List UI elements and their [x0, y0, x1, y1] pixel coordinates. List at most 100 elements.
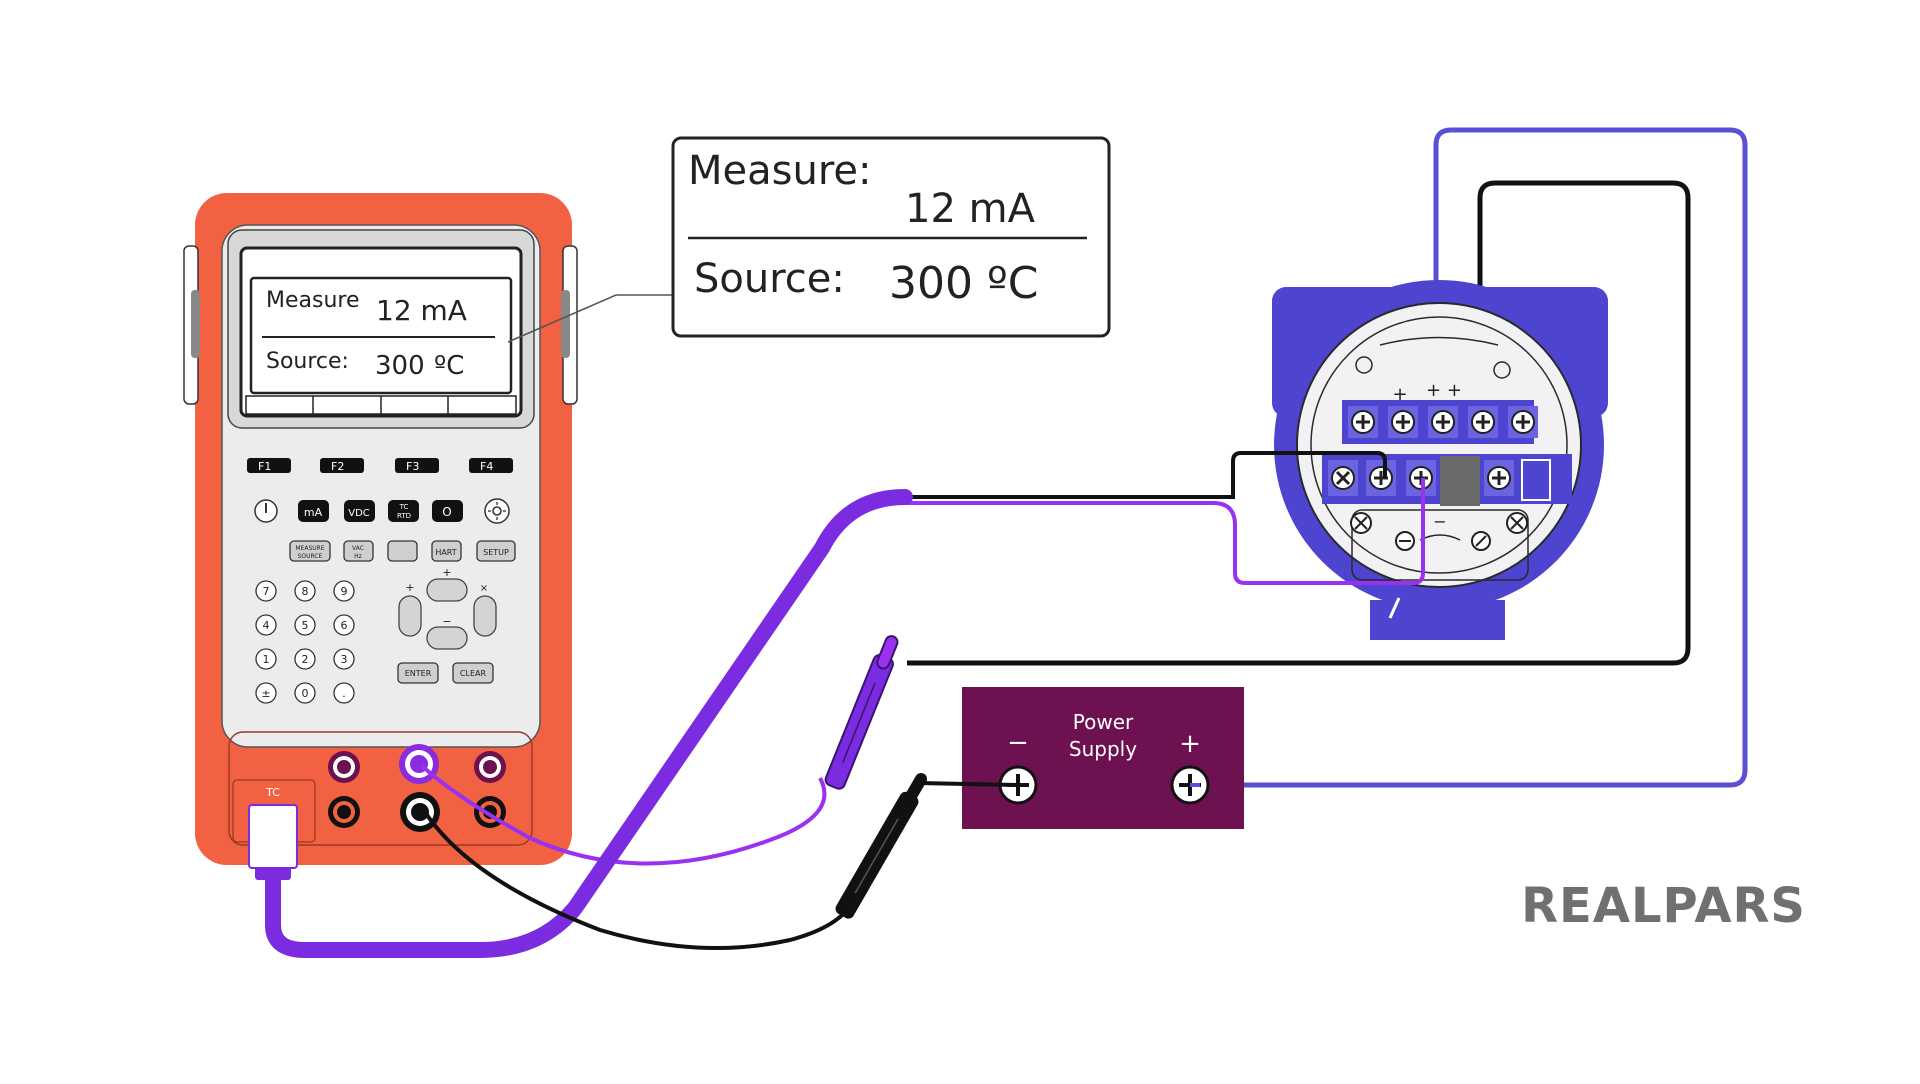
svg-text:MEASURE: MEASURE: [295, 545, 324, 552]
transmitter-inner-ring: [1296, 302, 1582, 588]
sensor-chip: [1440, 456, 1480, 506]
callout-measure-value: 12 mA: [905, 186, 1036, 232]
arrow-key-cluster: + + × −: [398, 566, 497, 650]
arrow-right-key[interactable]: [473, 595, 497, 637]
svg-text:Hz: Hz: [354, 553, 362, 560]
key-8[interactable]: 8: [294, 580, 316, 602]
arrow-x-right-mark: ×: [480, 583, 488, 594]
purple-thermocouple-cable: [265, 489, 913, 958]
key-1[interactable]: 1: [255, 648, 277, 670]
key-5[interactable]: 5: [294, 614, 316, 636]
setup-key[interactable]: SETUP: [476, 540, 516, 562]
jack-purple-center-icon[interactable]: [399, 744, 439, 784]
svg-text:2: 2: [302, 653, 309, 666]
svg-text:3: 3: [341, 653, 348, 666]
svg-text:6: 6: [341, 619, 348, 632]
purple-sensor-lead: [905, 478, 1425, 585]
terminal-row-top: [1342, 400, 1538, 444]
key-4[interactable]: 4: [255, 614, 277, 636]
calibrator-lcd: [239, 246, 523, 418]
callout-leader: [507, 294, 673, 343]
mount-hole-icon: [1493, 361, 1511, 379]
screw-x-icon: [1350, 512, 1372, 534]
mount-hole-icon: [1355, 356, 1373, 374]
blank-key[interactable]: [387, 540, 418, 562]
power-supply-minus-mark: −: [1007, 728, 1029, 758]
f4-key[interactable]: F4: [469, 458, 513, 473]
svg-text:F2: F2: [331, 460, 344, 473]
jack-purple-left-icon[interactable]: [328, 751, 360, 783]
backlight-sun-icon[interactable]: [484, 498, 510, 524]
keypad: 7 8 9 4 5 6 1 2 3 ± 0 .: [255, 580, 355, 704]
ma-key[interactable]: mA: [298, 500, 329, 522]
blue-loop-wire: [1192, 127, 1748, 788]
svg-text:CLEAR: CLEAR: [460, 669, 487, 678]
lcd-softkey-bar: [245, 395, 517, 415]
screw-slot-icon: [1395, 531, 1415, 551]
power-supply-title-line1: Power: [1073, 710, 1134, 734]
arrow-down-key[interactable]: [426, 626, 468, 650]
screw-x-icon: [1506, 512, 1528, 534]
arrow-left-key[interactable]: [398, 595, 422, 637]
f2-key[interactable]: F2: [320, 458, 364, 473]
f3-key[interactable]: F3: [395, 458, 439, 473]
svg-text:9: 9: [341, 585, 348, 598]
svg-text:ENTER: ENTER: [405, 669, 432, 678]
svg-text:SETUP: SETUP: [483, 548, 509, 557]
svg-text:SOURCE: SOURCE: [298, 553, 323, 560]
key-0[interactable]: 0: [294, 682, 316, 704]
key-3[interactable]: 3: [333, 648, 355, 670]
key-2[interactable]: 2: [294, 648, 316, 670]
thermocouple-plug: [248, 804, 298, 880]
svg-text:mA: mA: [304, 506, 323, 519]
purple-test-lead: [420, 764, 827, 866]
clear-key[interactable]: CLEAR: [452, 662, 494, 684]
svg-text:±: ±: [261, 687, 270, 700]
power-button-icon[interactable]: [254, 499, 278, 523]
key-9[interactable]: 9: [333, 580, 355, 602]
f1-key[interactable]: F1: [247, 458, 291, 473]
callout-source-unit: ºC: [987, 258, 1038, 309]
o-key[interactable]: O: [432, 500, 463, 522]
board-minus-mark: −: [1433, 512, 1446, 531]
terminal-screw-icon: [1468, 406, 1498, 438]
jack-black-left-icon[interactable]: [328, 796, 360, 828]
terminal-screw-icon: [1484, 460, 1514, 496]
black-test-probe: [835, 772, 927, 919]
key-plus-minus[interactable]: ±: [255, 682, 277, 704]
svg-text:8: 8: [302, 585, 309, 598]
svg-text:TC: TC: [399, 503, 409, 511]
svg-text:F1: F1: [258, 460, 271, 473]
black-test-lead: [423, 810, 852, 950]
jack-purple-right-icon[interactable]: [474, 751, 506, 783]
terminal-screw-icon: [1388, 406, 1418, 438]
key-7[interactable]: 7: [255, 580, 277, 602]
svg-text:0: 0: [302, 687, 309, 700]
svg-text:7: 7: [263, 585, 270, 598]
svg-text:HART: HART: [435, 548, 456, 557]
callout-measure-label: Measure:: [688, 148, 871, 194]
realpars-logo: REALPARS: [1521, 878, 1806, 934]
vdc-key[interactable]: VDC: [344, 500, 375, 522]
svg-text:.: .: [342, 687, 346, 700]
svg-text:O: O: [442, 505, 451, 519]
hart-key[interactable]: HART: [431, 540, 462, 562]
terminal-screw-icon: [1428, 406, 1458, 438]
svg-text:1: 1: [263, 653, 270, 666]
terminal-screw-icon: [1508, 406, 1538, 438]
key-6[interactable]: 6: [333, 614, 355, 636]
arrow-plus-left-mark: +: [405, 581, 414, 594]
lcd-measure-label: Measure: [266, 288, 360, 313]
black-loop-wire: [907, 180, 1691, 666]
arrow-up-key[interactable]: [426, 578, 468, 602]
callout-source-value: 300: [889, 258, 973, 309]
key-decimal[interactable]: .: [333, 682, 355, 704]
svg-text:F4: F4: [480, 460, 493, 473]
terminal-double-plus-mark: + +: [1426, 380, 1462, 401]
svg-text:F3: F3: [406, 460, 419, 473]
enter-key[interactable]: ENTER: [397, 662, 439, 684]
